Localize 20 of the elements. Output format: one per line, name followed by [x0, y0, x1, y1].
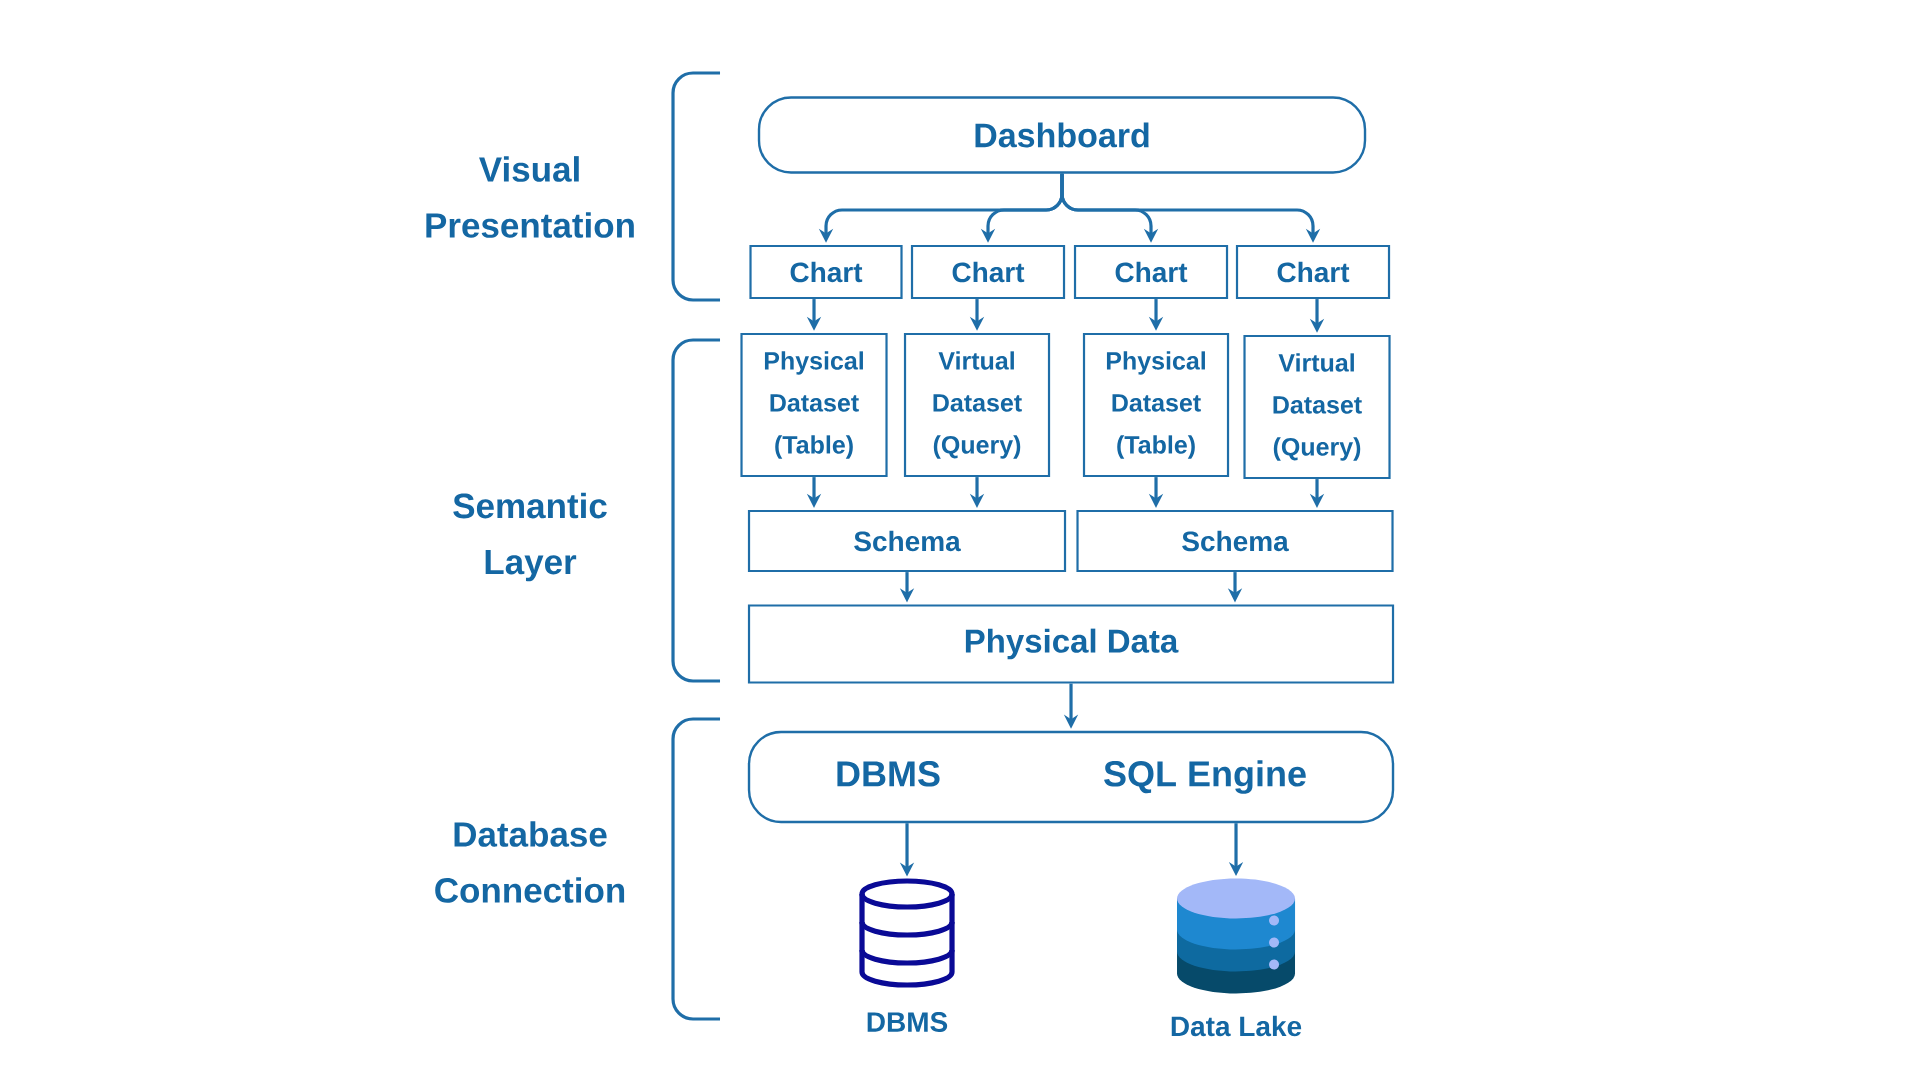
process-box: Physical Dataset (Table)	[740, 332, 888, 478]
process-box: Virtual Dataset (Query)	[903, 332, 1051, 478]
rounded-box: Dashboard	[757, 96, 1367, 174]
process-box: Chart	[1235, 244, 1391, 300]
process-box: Chart	[910, 244, 1066, 300]
process-box: Chart	[1073, 244, 1229, 300]
section-label: Semantic Layer	[453, 492, 607, 582]
section-label: Visual Presentation	[426, 156, 634, 238]
process-box: Chart	[749, 244, 903, 300]
icon-caption: Data Lake	[1171, 1015, 1302, 1037]
process-box: Virtual Dataset (Query)	[1243, 334, 1391, 480]
process-box: Schema	[747, 509, 1067, 573]
icon-caption: DBMS	[867, 1012, 948, 1032]
rounded-box: DBMS SQL Engine	[747, 730, 1395, 824]
section-label: Database Connection	[435, 821, 625, 903]
data-lake-icon	[1177, 878, 1295, 994]
process-box: Physical Data	[747, 604, 1395, 684]
database-icon	[859, 878, 955, 988]
process-box: Physical Dataset (Table)	[1082, 332, 1230, 478]
process-box: Schema	[1076, 509, 1394, 573]
